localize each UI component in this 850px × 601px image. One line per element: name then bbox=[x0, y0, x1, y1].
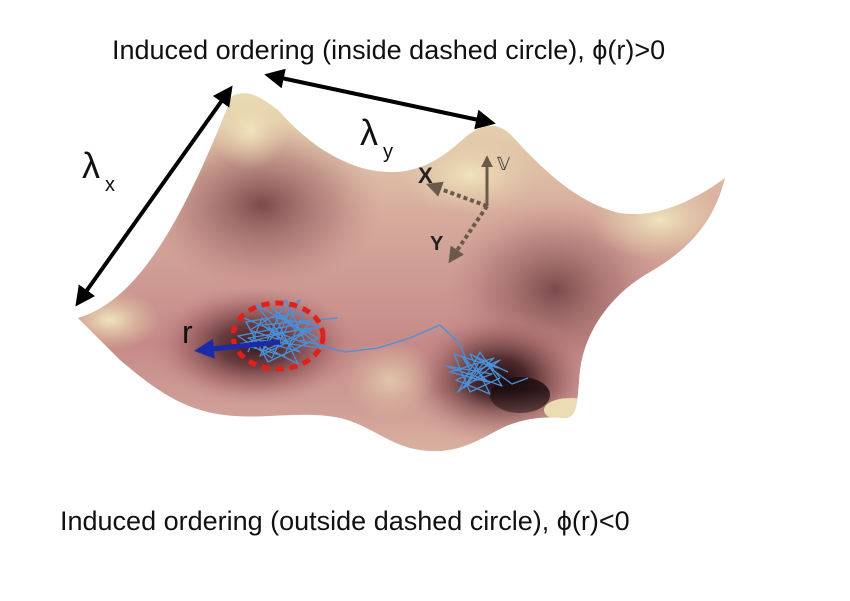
axis-v-label: 𝕍 bbox=[497, 154, 510, 174]
local-axes: X Y 𝕍 bbox=[418, 154, 510, 264]
random-walk-trajectory bbox=[237, 299, 529, 395]
potential-surface bbox=[78, 93, 725, 452]
top-caption: Induced ordering (inside dashed circle),… bbox=[112, 35, 666, 65]
lambda-y-label: λ bbox=[360, 112, 378, 153]
axis-y-label: Y bbox=[430, 233, 444, 255]
lambda-y-subscript: y bbox=[383, 141, 393, 163]
dashed-circle bbox=[230, 300, 326, 372]
lambda-y-arrow bbox=[264, 68, 496, 130]
bottom-caption: Induced ordering (outside dashed circle)… bbox=[60, 506, 630, 536]
lambda-x-label: λ bbox=[82, 145, 100, 186]
lambda-x-subscript: x bbox=[105, 174, 115, 196]
r-label: r bbox=[182, 314, 193, 350]
x-axis-arrow bbox=[425, 181, 488, 208]
lambda-x-arrow bbox=[75, 85, 233, 307]
y-axis-arrow bbox=[448, 204, 489, 264]
r-vector: r bbox=[182, 314, 281, 359]
axis-x-label: X bbox=[418, 163, 433, 188]
